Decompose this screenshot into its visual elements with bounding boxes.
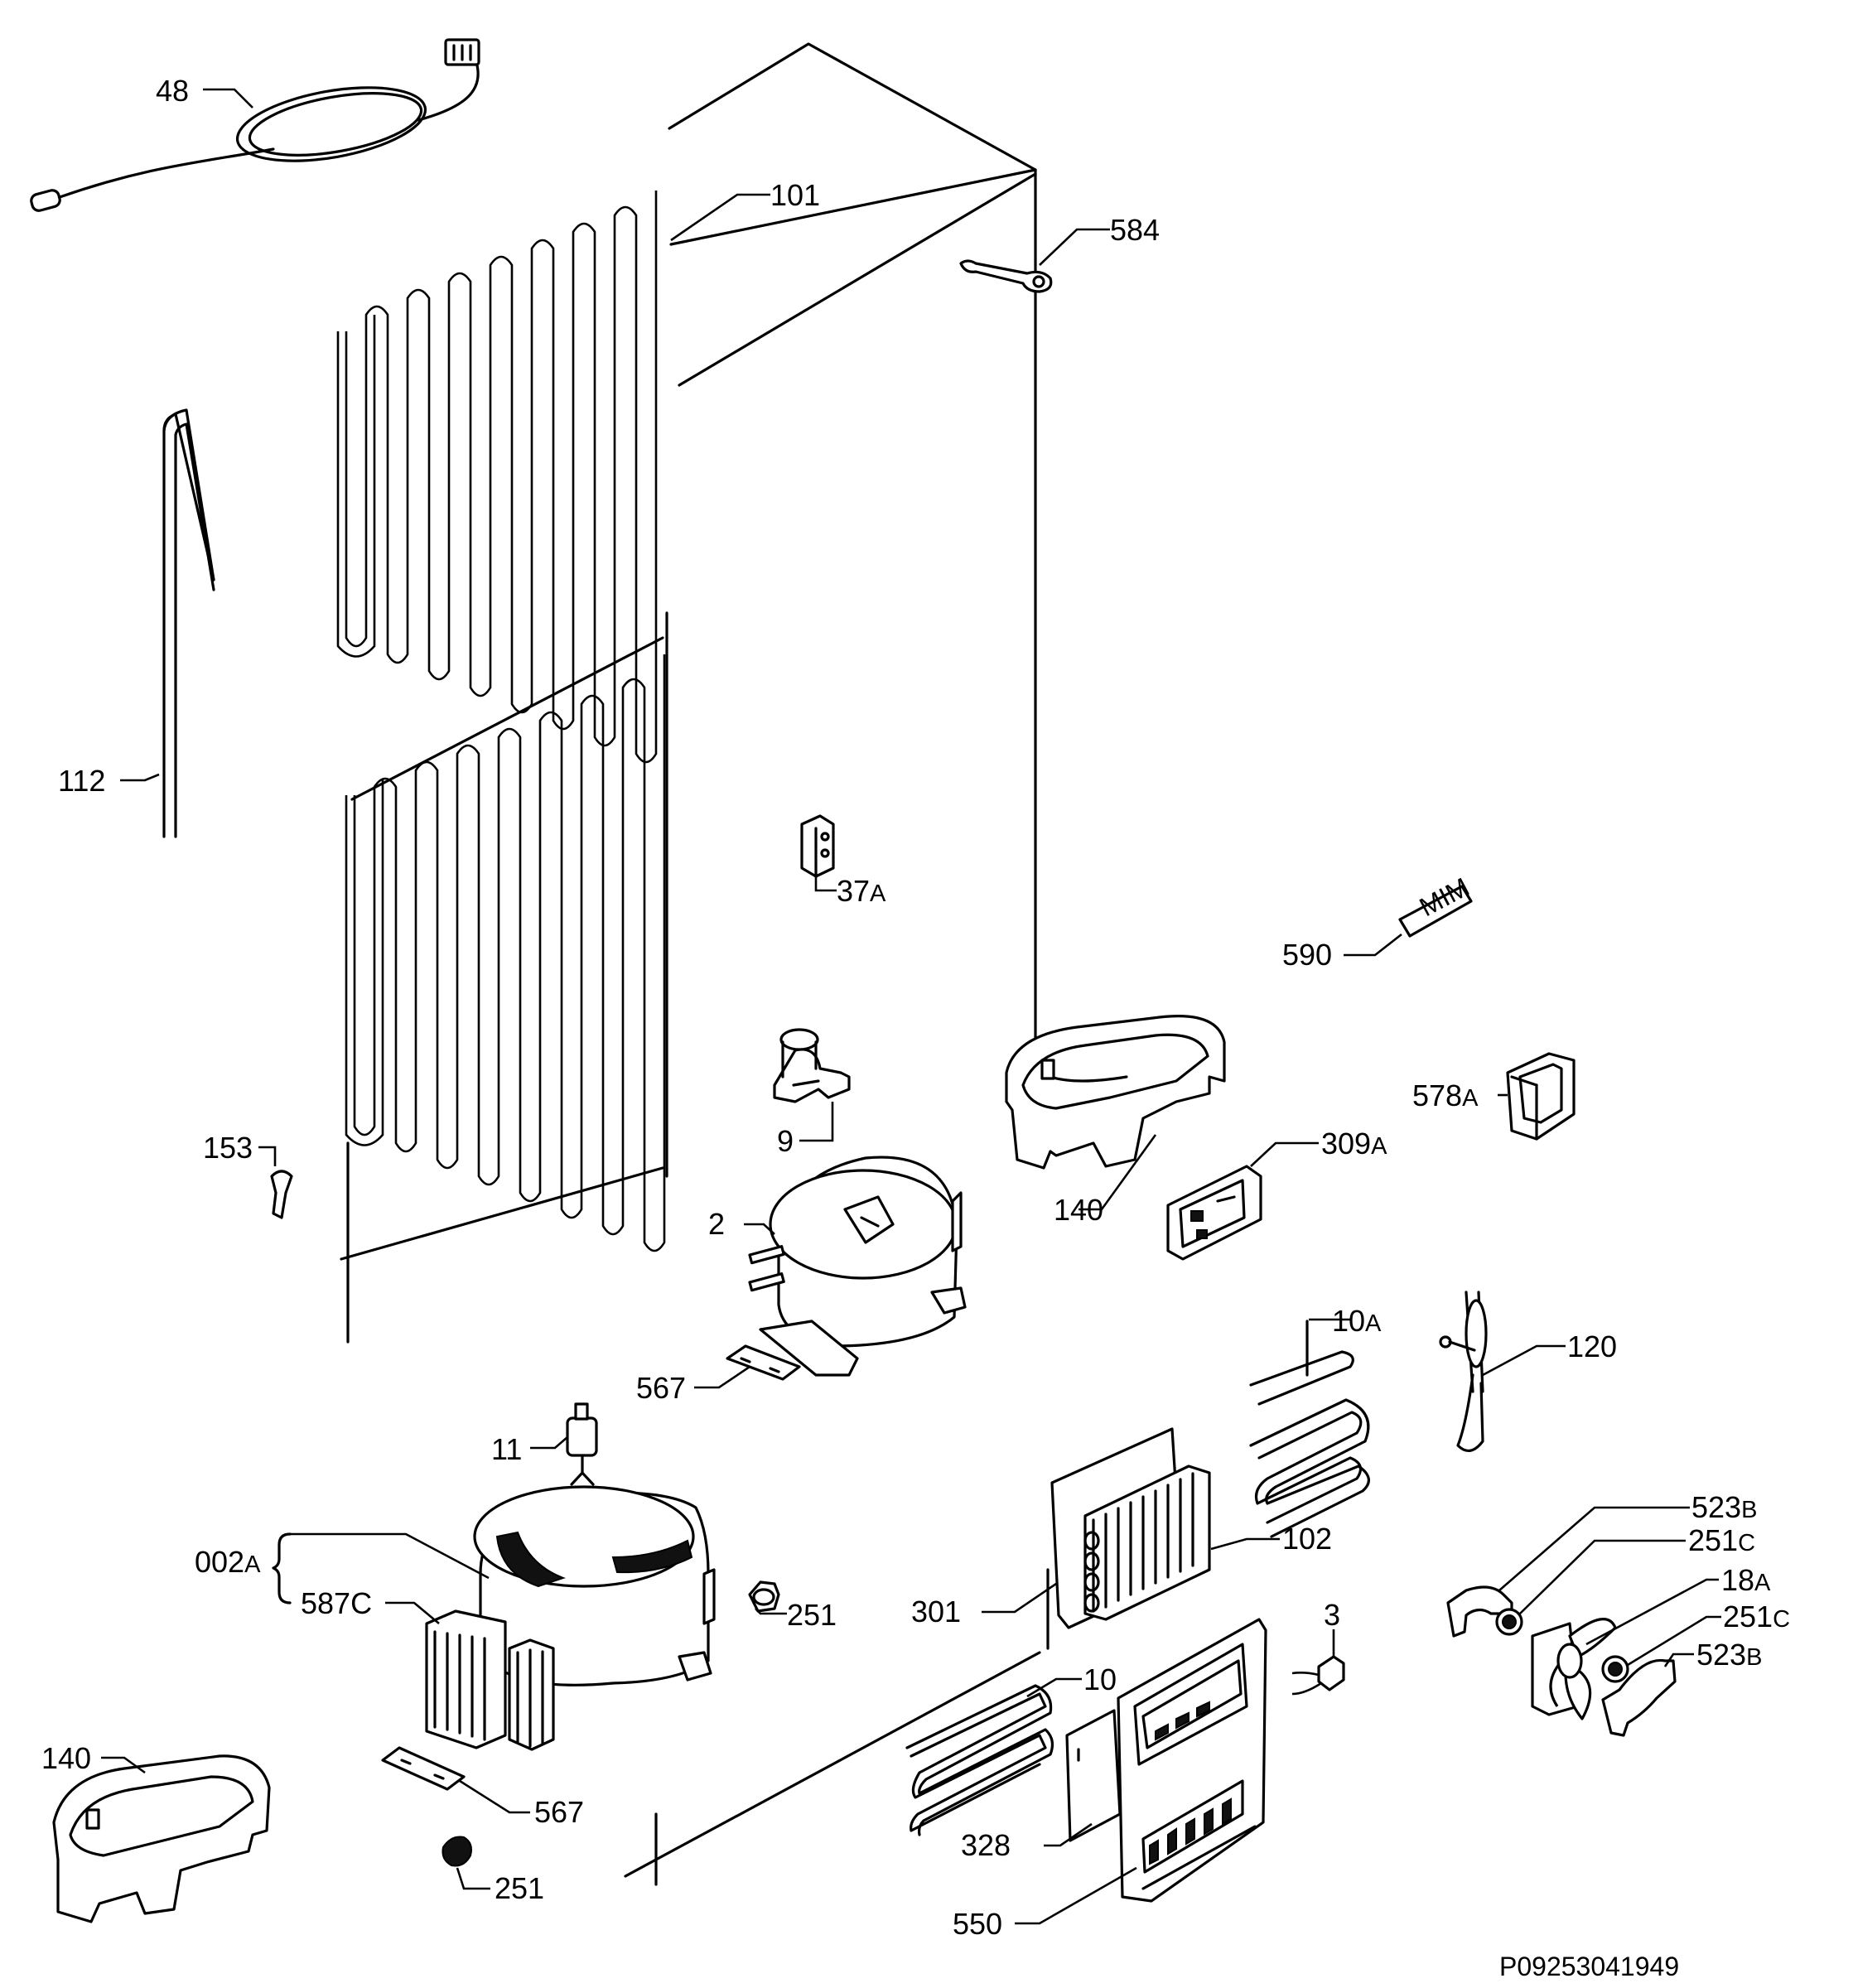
bushing-251c-upper <box>1495 1608 1523 1636</box>
compressor-tray-140-bottom <box>52 1754 271 1923</box>
bushing-251c-lower <box>1601 1655 1629 1683</box>
label-102: 102 <box>1282 1522 1332 1556</box>
grommet-251-mid <box>748 1580 780 1613</box>
label-48: 48 <box>156 74 189 108</box>
label-120: 120 <box>1567 1329 1617 1363</box>
label-587c: 587C <box>301 1586 372 1620</box>
clip-584 <box>959 259 1053 293</box>
part-labels: 48 101 584 112 37A 590 578A 9 140 309A 1… <box>41 74 1790 1981</box>
mounting-plate-567-top <box>726 1344 801 1381</box>
label-2: 2 <box>708 1207 725 1241</box>
leader-lines <box>101 88 1721 1925</box>
label-140-bottom: 140 <box>41 1741 91 1775</box>
heater-10 <box>905 1684 1054 1836</box>
label-002a: 002A <box>195 1545 261 1579</box>
heater-10a <box>1249 1320 1370 1538</box>
label-251c-upper: 251C <box>1688 1523 1755 1557</box>
label-153: 153 <box>203 1131 253 1165</box>
grommet-251-bottom <box>442 1836 472 1867</box>
start-device-11 <box>566 1402 598 1486</box>
label-3: 3 <box>1324 1598 1340 1632</box>
bracket-523b-lower <box>1601 1658 1677 1737</box>
label-11: 11 <box>491 1432 522 1466</box>
label-37a: 37A <box>837 874 886 908</box>
compressor-assembly-002a <box>473 1485 716 1686</box>
holder-9 <box>773 1028 851 1103</box>
air-duct-panel-550 <box>1117 1618 1267 1903</box>
drain-pipe <box>162 408 215 838</box>
label-328: 328 <box>961 1828 1011 1862</box>
label-10: 10 <box>1083 1662 1117 1696</box>
label-112: 112 <box>58 764 105 798</box>
label-567-bottom: 567 <box>534 1795 584 1829</box>
connector-3 <box>1291 1655 1345 1696</box>
compressor-tray-140 <box>1005 1015 1226 1170</box>
label-523b-lower: 523B <box>1696 1638 1762 1672</box>
label-plate-590: MIM <box>1398 871 1474 938</box>
reference-code: P09253041949 <box>1499 1952 1679 1981</box>
control-board-309a <box>1166 1165 1262 1261</box>
stopper-153 <box>270 1170 293 1219</box>
bracket-37a <box>800 814 835 878</box>
label-309a: 309A <box>1321 1127 1387 1160</box>
label-251-bottom: 251 <box>495 1871 544 1905</box>
sensor-cable <box>30 38 480 212</box>
fan-18a <box>1531 1618 1617 1720</box>
label-567-top: 567 <box>636 1371 686 1405</box>
compressor-2 <box>748 1156 967 1377</box>
label-251c-lower: 251C <box>1723 1600 1790 1633</box>
label-578a: 578A <box>1412 1078 1479 1112</box>
cover-578a <box>1506 1052 1576 1141</box>
label-584: 584 <box>1110 213 1160 247</box>
mounting-plate-567-bottom <box>381 1746 466 1791</box>
label-10a: 10A <box>1332 1304 1382 1338</box>
label-523b-upper: 523B <box>1691 1490 1757 1524</box>
label-9: 9 <box>777 1124 794 1158</box>
evaporator-102 <box>1050 1427 1211 1629</box>
label-140-top: 140 <box>1054 1193 1103 1227</box>
cover-328 <box>1065 1709 1122 1842</box>
label-590: 590 <box>1282 938 1332 972</box>
label-18a: 18A <box>1721 1563 1771 1597</box>
condenser-coil <box>336 191 668 1344</box>
label-301: 301 <box>911 1595 961 1629</box>
label-101: 101 <box>770 178 820 212</box>
thermal-fuse-120 <box>1439 1291 1488 1452</box>
cabinet-outline <box>624 42 1050 1886</box>
label-251-mid: 251 <box>787 1598 837 1632</box>
heatsink-587c <box>425 1609 555 1751</box>
label-550: 550 <box>953 1907 1002 1941</box>
